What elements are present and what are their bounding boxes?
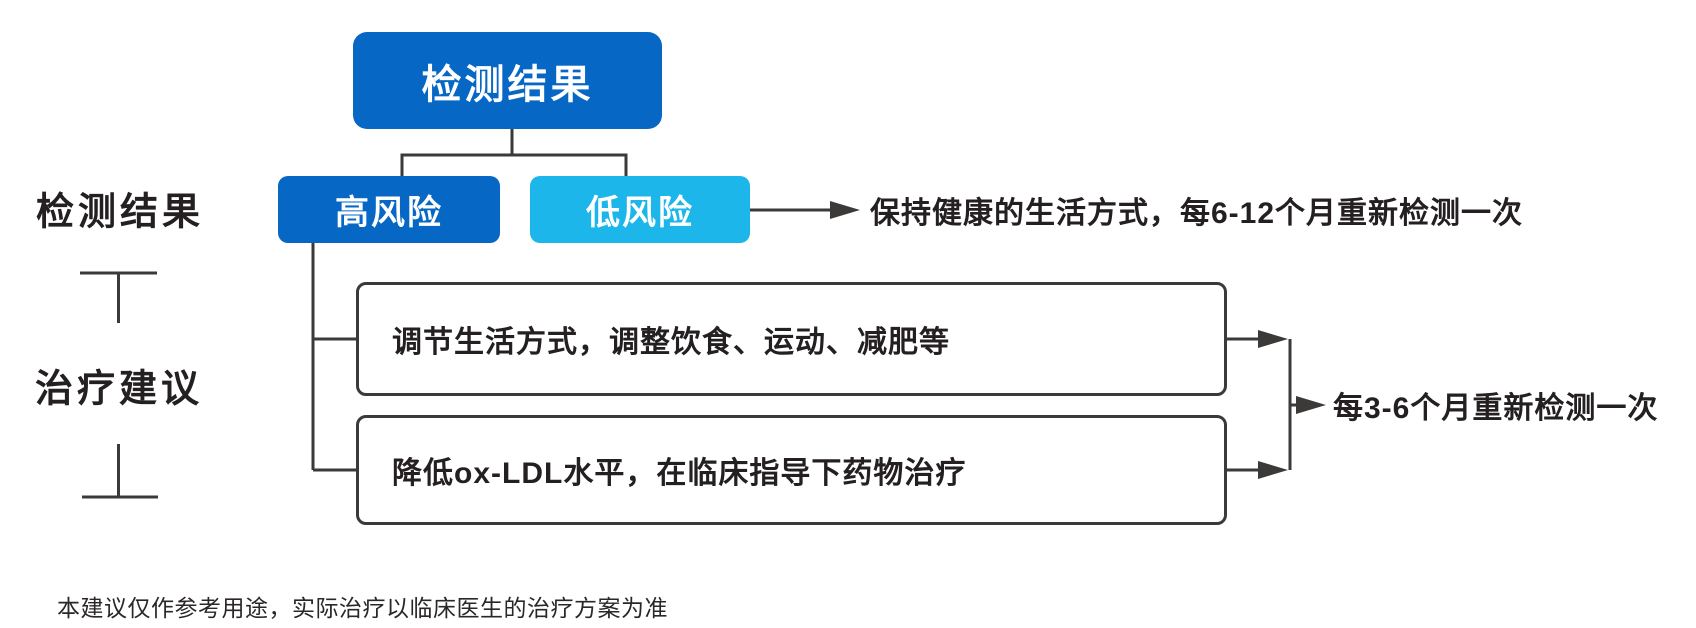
box-lifestyle-treatment: 调节生活方式，调整饮食、运动、减肥等	[356, 282, 1227, 396]
bracket-top-tick	[80, 271, 157, 323]
node-test-result-label: 检测结果	[421, 62, 594, 107]
node-low-risk: 低风险	[530, 176, 750, 243]
connector-root-to-branches	[400, 129, 628, 176]
side-label-treatment-advice: 治疗建议	[35, 368, 204, 411]
node-test-result: 检测结果	[353, 32, 662, 129]
connector-high-risk-to-treatments	[311, 243, 356, 472]
box-medication-treatment: 降低ox-LDL水平，在临床指导下药物治疗	[356, 415, 1227, 525]
box-lifestyle-treatment-text: 调节生活方式，调整饮食、运动、减肥等	[392, 326, 950, 359]
disclaimer-text: 本建议仅作参考用途，实际治疗以临床医生的治疗方案为准	[57, 595, 668, 621]
node-high-risk: 高风险	[278, 176, 500, 243]
annotation-treatment-followup: 每3-6个月重新检测一次	[1333, 392, 1659, 425]
box-medication-treatment-text: 降低ox-LDL水平，在临床指导下药物治疗	[392, 457, 967, 490]
node-high-risk-label: 高风险	[335, 194, 443, 232]
connector-treatments-to-followup	[1227, 330, 1326, 479]
side-label-test-results: 检测结果	[36, 191, 205, 234]
bracket-bottom-tick	[82, 444, 158, 499]
arrow-low-risk-advice	[750, 201, 860, 219]
node-low-risk-label: 低风险	[586, 194, 694, 232]
annotation-low-risk-followup: 保持健康的生活方式，每6-12个月重新检测一次	[870, 197, 1524, 230]
